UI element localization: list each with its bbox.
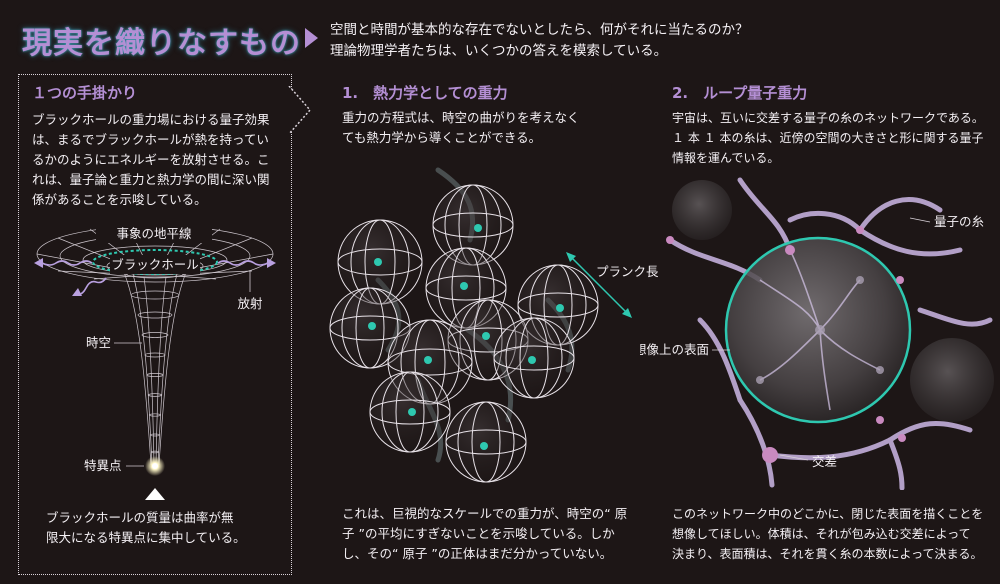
loop-quantum-gravity-diagram: 量子の糸 想像上の表面 交差	[640, 177, 994, 490]
clue-body-line: るかのようにエネルギーを放射させる。こ	[32, 152, 270, 167]
inner-node	[876, 366, 884, 374]
black-hole-label: ブラックホール	[111, 257, 199, 272]
radiation-arrows	[41, 260, 269, 296]
clue-caption-line: ブラックホールの質量は曲率が無	[46, 510, 234, 525]
subtitle-line-2: 理論物理学者たちは、いくつかの答えを模索している。	[330, 43, 668, 59]
black-hole-diagram: 事象の地平線 ブラックホール 放射 時空 特異点	[34, 223, 276, 500]
clue-panel-frame	[18, 74, 292, 575]
radiation-arrowhead-left	[34, 258, 43, 268]
threads-leader	[909, 217, 931, 223]
clue-heading: １つの手掛かり	[32, 84, 138, 102]
section2-caption-line: このネットワーク中のどこかに、閉じた表面を描くことを	[672, 507, 984, 521]
inner-intersection-nodes	[756, 276, 884, 384]
intersection-label: 交差	[812, 454, 837, 469]
section1-intro-line: 重力の方程式は、時空の曲がりを考えなく	[342, 110, 580, 125]
section2-caption: このネットワーク中のどこかに、閉じた表面を描くことを 想像してほしい。体積は、そ…	[672, 504, 1000, 564]
intersection-node-large	[762, 447, 778, 463]
intersection-node	[785, 245, 795, 255]
intersection-node	[896, 276, 904, 284]
intersection-node	[856, 226, 864, 234]
intersection-node	[898, 434, 906, 442]
intersection-leader	[779, 454, 809, 461]
radiation-arrowhead-right	[267, 258, 276, 268]
background-surface	[672, 180, 732, 240]
clue-body-line: は、まるでブラックホールが熱を持ってい	[32, 132, 269, 147]
atom-sphere	[337, 219, 423, 305]
inner-network	[759, 249, 881, 411]
planck-length-label: プランク長	[596, 264, 658, 279]
clue-body-line: ブラックホールの重力場における量子効果	[32, 112, 270, 127]
clue-body-line: 係があることを示唆している。	[32, 192, 207, 207]
section1-intro-line: ても熱力学から導くことができる。	[342, 130, 542, 145]
clue-body-line: れは、量子論と重力と熱力学の間に深い関	[32, 172, 270, 187]
intersection-nodes	[666, 226, 906, 463]
section2-intro-line: １ 本 １ 本の糸は、近傍の空間の大きさと形に関する量子	[672, 131, 984, 145]
clue-panel-top-border	[18, 74, 290, 75]
radiation-arrowhead-lower	[72, 288, 82, 296]
clue-caption-line: 限大になる特異点に集中している。	[46, 530, 246, 545]
page-subtitle: 空間と時間が基本的な存在でないとしたら、何がそれに当たるのか？ 理論物理学者たち…	[330, 20, 749, 62]
clue-body: ブラックホールの重力場における量子効果 は、まるでブラックホールが熱を持ってい …	[32, 110, 290, 210]
section2-intro: 宇宙は、互いに交差する量子の糸のネットワークである。 １ 本 １ 本の糸は、近傍…	[672, 108, 1000, 168]
black-hole-label-bg	[110, 255, 200, 274]
section1-caption-line: 子 ”の平均にすぎないことを示唆している。しか	[342, 526, 615, 541]
singularity-point	[152, 463, 158, 469]
atom-spheres	[329, 184, 599, 483]
inner-node	[756, 376, 764, 384]
section2-caption-line: 想像してほしい。体積は、それが包み込む交差によって	[672, 527, 971, 541]
clue-panel-pointer-icon	[288, 86, 311, 135]
planck-arrowhead-bottom	[622, 308, 632, 318]
background-surface	[910, 338, 994, 422]
page-title: 現実を織りなすもの	[22, 26, 301, 61]
singularity-pointer-icon	[145, 488, 165, 500]
singularity-label: 特異点	[84, 458, 122, 473]
section1-heading: 1. 熱力学としての重力	[342, 84, 508, 102]
section2-heading: 2. ループ量子重力	[672, 84, 808, 102]
section2-intro-line: 宇宙は、互いに交差する量子の糸のネットワークである。	[672, 111, 984, 125]
radiation-label: 放射	[237, 296, 262, 311]
imaginary-surface-label: 想像上の表面	[640, 342, 709, 357]
planck-arrowhead-top	[566, 252, 576, 262]
atom-sphere	[369, 371, 451, 453]
atom-sphere	[493, 317, 575, 399]
inner-node	[815, 325, 825, 335]
spacetime-label: 時空	[86, 335, 111, 350]
section2-caption-line: 決まり、表面積は、それを貫く糸の本数によって決まる。	[672, 547, 983, 561]
quantum-threads-label: 量子の糸	[934, 214, 984, 229]
subtitle-line-1: 空間と時間が基本的な存在でないとしたら、何がそれに当たるのか？	[330, 22, 749, 38]
section1-caption-line: これは、巨視的なスケールでの重力が、時空の“ 原	[342, 506, 628, 521]
event-horizon-label: 事象の地平線	[116, 226, 192, 241]
section1-caption-line: し、その“ 原子 ”の正体はまだ分かっていない。	[342, 546, 613, 561]
inner-node	[856, 276, 864, 284]
planck-length-arrow	[569, 255, 629, 315]
section1-caption: これは、巨視的なスケールでの重力が、時空の“ 原 子 ”の平均にすぎないことを示…	[342, 504, 662, 564]
clue-caption: ブラックホールの質量は曲率が無 限大になる特異点に集中している。	[46, 508, 286, 548]
spacetime-atoms-diagram: プランク長	[329, 167, 658, 483]
section1-intro: 重力の方程式は、時空の曲がりを考えなく ても熱力学から導くことができる。	[342, 108, 632, 148]
intersection-node	[876, 416, 884, 424]
event-horizon-label-bg	[96, 223, 212, 243]
section2-intro-line: 情報を運んでいる。	[672, 151, 780, 165]
event-horizon-ring	[92, 249, 218, 275]
intersection-node	[666, 236, 674, 244]
atom-sphere	[445, 401, 527, 483]
title-arrow-icon	[305, 28, 318, 48]
